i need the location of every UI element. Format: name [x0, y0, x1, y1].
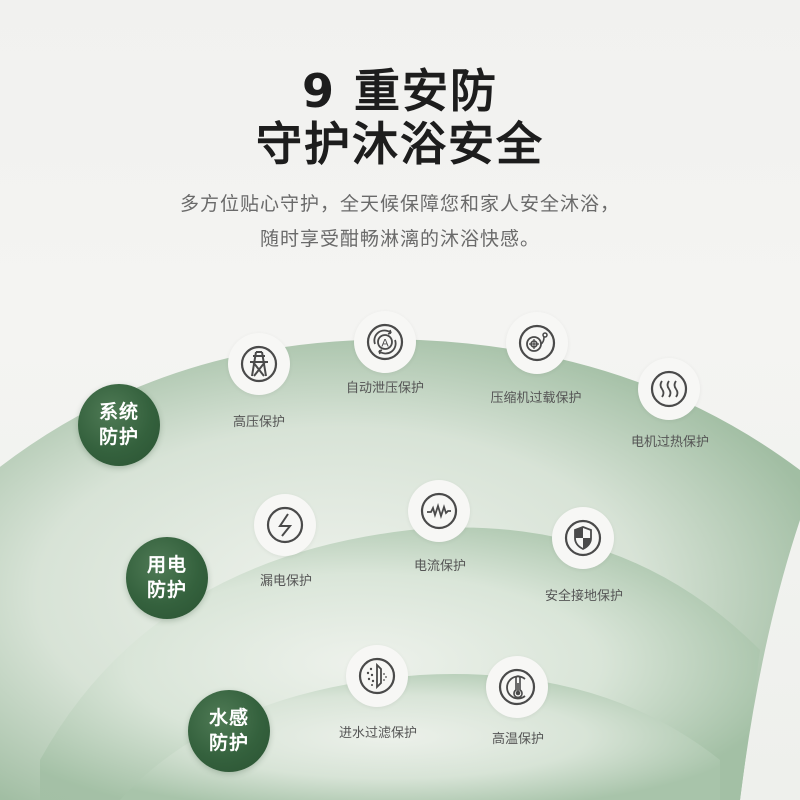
item-high-voltage	[228, 333, 290, 395]
subtitle-line1: 多方位贴心守护，全天候保障您和家人安全沐浴，	[179, 193, 620, 215]
badge-line1: 系统	[98, 401, 139, 423]
thermometer-icon	[498, 668, 536, 706]
title-line2: 守护沐浴安全	[256, 117, 544, 171]
item-current	[408, 480, 470, 542]
item-label: 电机过热保护	[630, 435, 710, 450]
item-high-temp	[486, 656, 548, 718]
filter-icon	[358, 657, 396, 695]
item-label: 安全接地保护	[544, 589, 624, 604]
compressor-icon	[518, 324, 556, 362]
badge-electric-protection: 用电 防护	[126, 537, 208, 619]
badge-line2: 防护	[208, 732, 249, 754]
badge-line2: 防护	[146, 579, 187, 601]
shield-icon	[564, 519, 602, 557]
item-compressor-overload	[506, 312, 568, 374]
item-auto-pressure-release: A	[354, 311, 416, 373]
subtitle-line2: 随时享受酣畅淋漓的沐浴快感。	[259, 228, 540, 250]
power-tower-icon	[240, 345, 278, 383]
item-label: 进水过滤保护	[338, 726, 418, 741]
badge-water-protection: 水感 防护	[188, 690, 270, 772]
svg-text:A: A	[381, 338, 389, 350]
item-label: 漏电保护	[259, 574, 313, 589]
item-inlet-filter	[346, 645, 408, 707]
auto-pressure-release-icon: A	[366, 323, 404, 361]
badge-line2: 防护	[98, 426, 139, 448]
item-label: 压缩机过载保护	[490, 391, 582, 406]
item-label: 高温保护	[491, 732, 545, 747]
badge-system-protection: 系统 防护	[78, 384, 160, 466]
heat-waves-icon	[650, 370, 688, 408]
item-leakage	[254, 494, 316, 556]
badge-line1: 水感	[208, 707, 249, 729]
title-line1: 9 重安防	[301, 64, 499, 118]
current-wave-icon	[420, 492, 458, 530]
badge-line1: 用电	[146, 554, 187, 576]
item-label: 自动泄压保护	[345, 381, 425, 396]
item-motor-overheat	[638, 358, 700, 420]
item-label: 电流保护	[413, 559, 467, 574]
item-grounding	[552, 507, 614, 569]
item-label: 高压保护	[232, 415, 286, 430]
lightning-icon	[266, 506, 304, 544]
